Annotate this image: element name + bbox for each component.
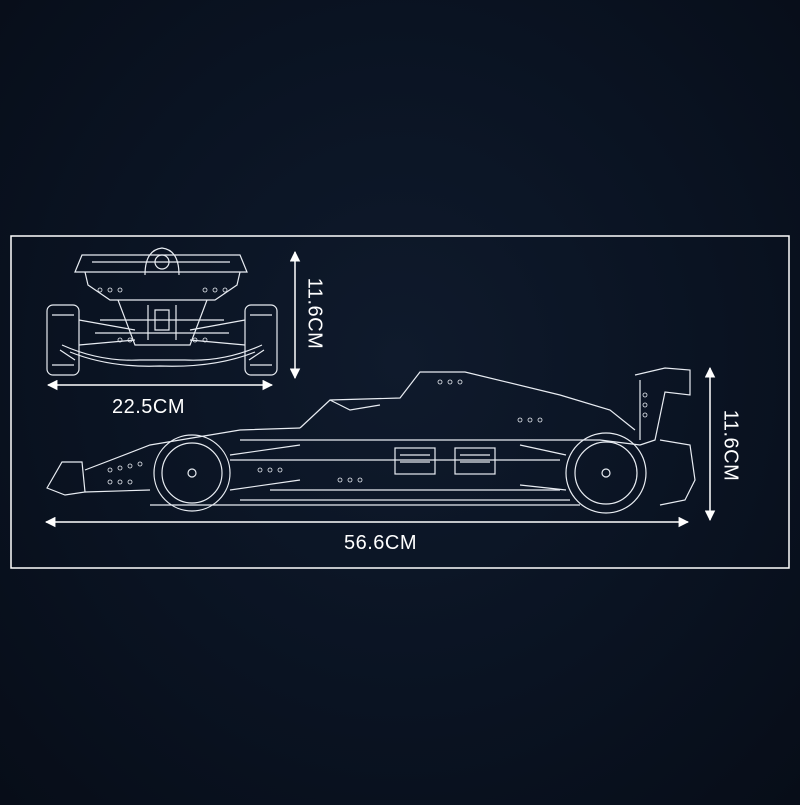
side-length-label: 56.6CM — [344, 532, 418, 554]
front-height-label: 11.6CM — [303, 277, 326, 350]
front-width-label: 22.5CM — [112, 396, 186, 418]
side-height-label: 11.6CM — [719, 409, 742, 482]
frame-border — [10, 235, 790, 569]
side-view-car — [46, 367, 696, 514]
front-view-car — [46, 247, 278, 376]
